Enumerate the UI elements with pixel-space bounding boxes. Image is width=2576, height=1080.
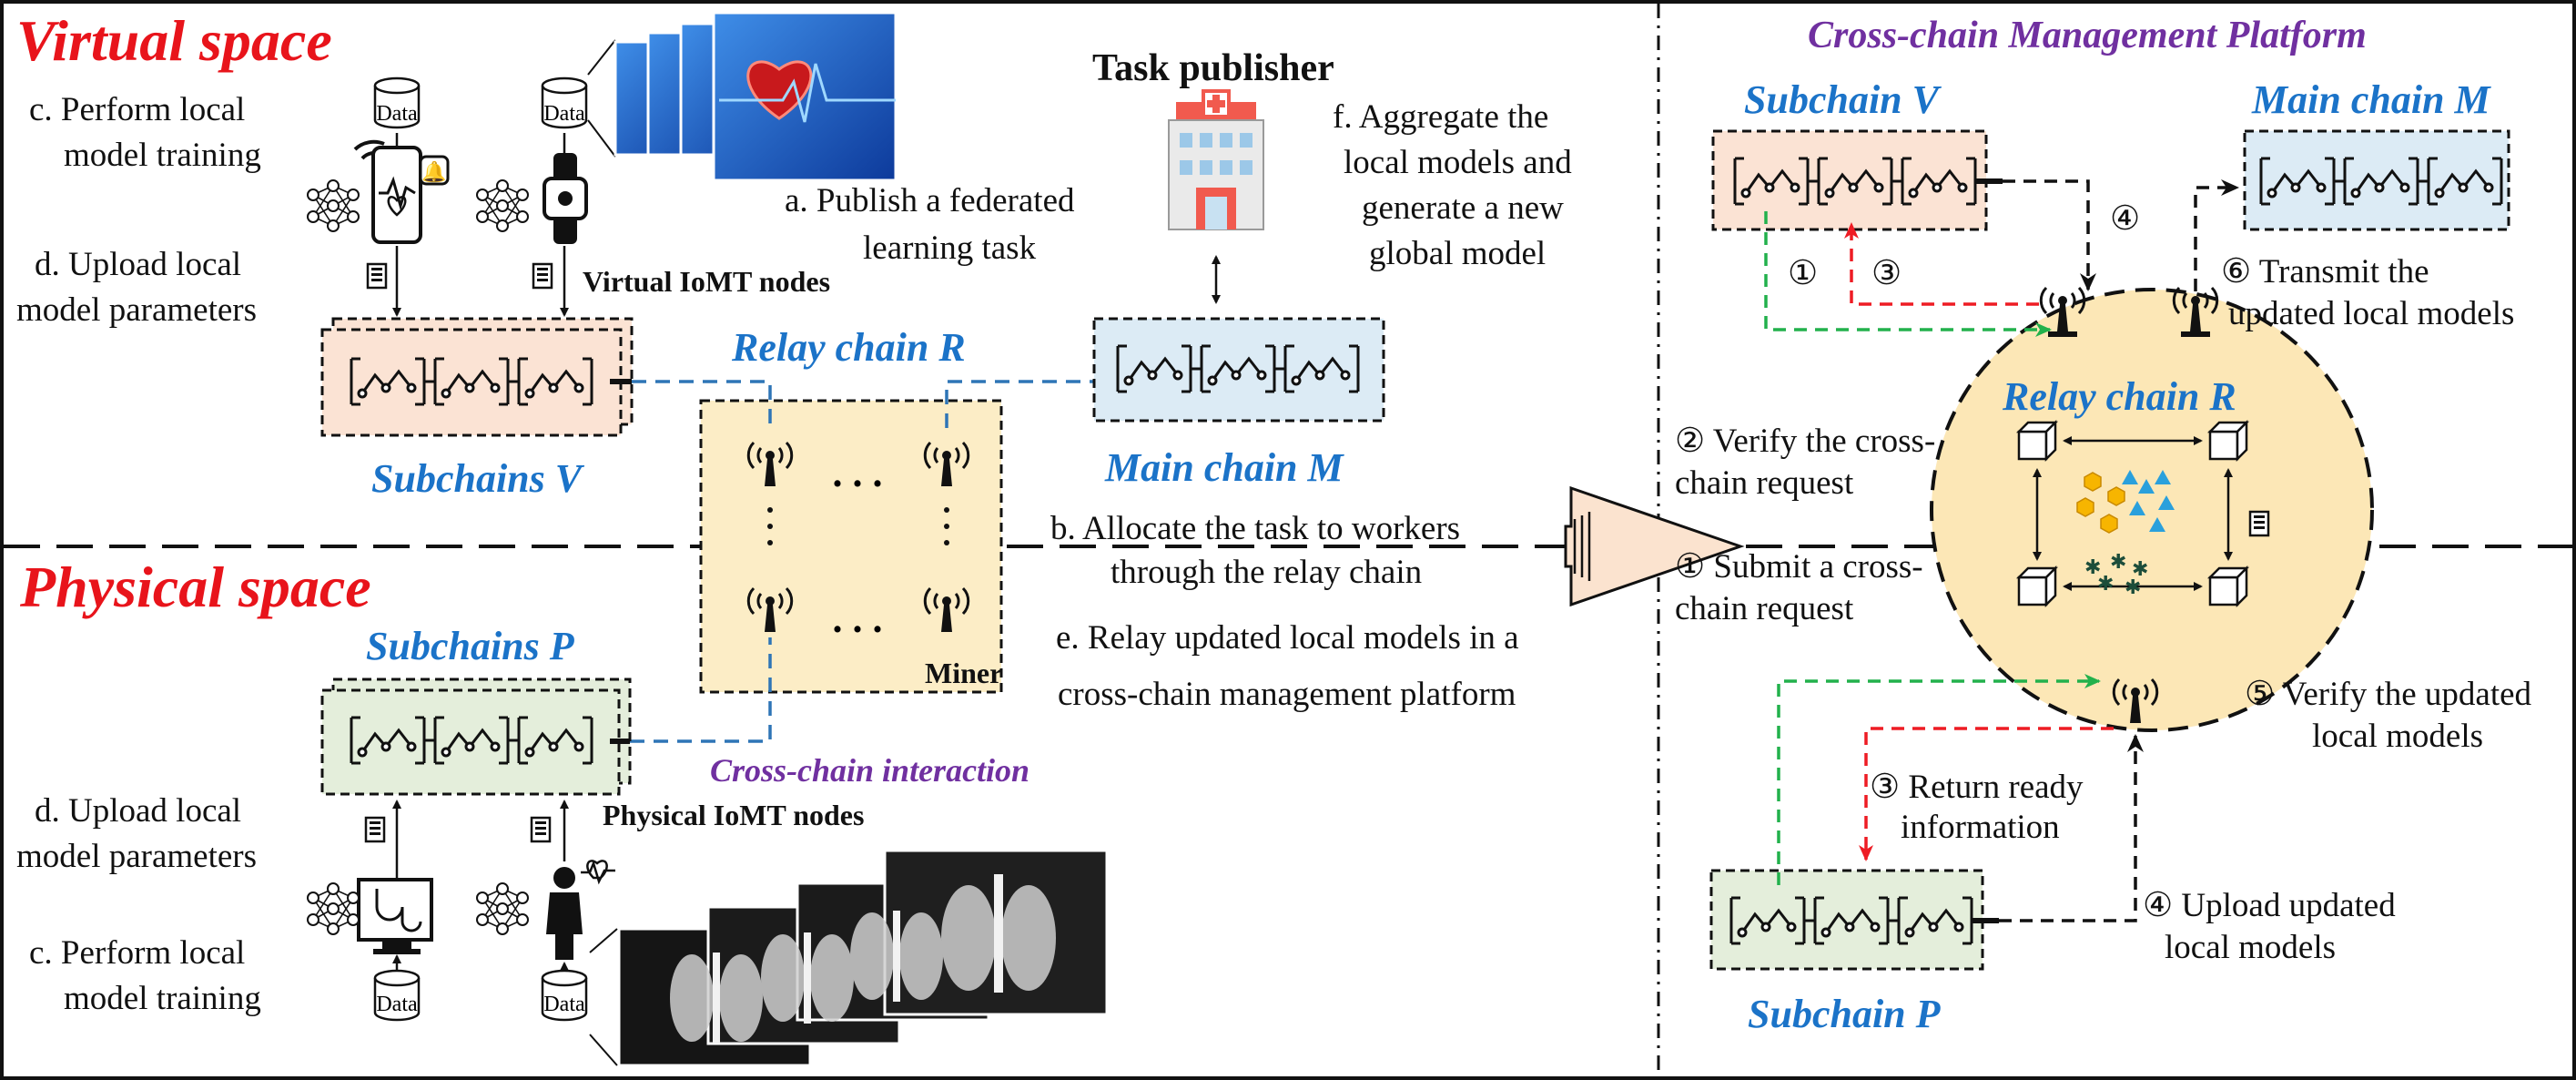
hospital-icon bbox=[1168, 89, 1264, 230]
digital-twin-heart-images bbox=[587, 11, 898, 182]
block-cube-icon bbox=[2208, 566, 2248, 606]
step-6: ⑥ Transmit the updated local models bbox=[2221, 253, 2514, 332]
model-document-icon bbox=[366, 262, 388, 290]
consensus-shapes: ✱✱✱ ✱✱ bbox=[2076, 470, 2175, 599]
virtual-space-title: Virtual space bbox=[16, 8, 332, 73]
step-b: b. Allocate the task to workers through … bbox=[1050, 510, 1468, 591]
physical-iomt-nodes-label: Physical IoMT nodes bbox=[603, 799, 864, 831]
virtual-step-c: c. Perform local model training bbox=[29, 91, 261, 174]
miner-label: Miner bbox=[925, 657, 1002, 689]
medical-monitor-icon bbox=[357, 878, 433, 942]
flow-to-platform-arrow bbox=[1564, 485, 1745, 607]
stethoscope-icon bbox=[375, 889, 422, 932]
virtual-step-d: d. Upload local model parameters bbox=[16, 246, 257, 329]
data-label: Data bbox=[543, 993, 585, 1016]
step-e: e. Relay updated local models in a cross… bbox=[1056, 619, 1527, 713]
step-4: ④ Upload updated local models bbox=[2143, 887, 2404, 966]
neural-network-icon bbox=[307, 882, 360, 935]
neural-network-icon bbox=[476, 882, 529, 935]
step-3-top: ③ bbox=[1871, 255, 1902, 292]
relay-dashed-connectors bbox=[630, 380, 1094, 743]
main-chain-m-label: Main chain M bbox=[2251, 77, 2492, 122]
svg-text:✱: ✱ bbox=[2097, 573, 2114, 596]
platform-relay-chain-label: Relay chain R bbox=[2002, 374, 2236, 419]
virtual-node-watch: Data bbox=[476, 76, 588, 317]
platform-relay-circle bbox=[1930, 288, 2374, 732]
heart-monitor-icon bbox=[379, 176, 416, 211]
neural-network-icon bbox=[307, 179, 360, 232]
relay-ellipsis-top: . . . bbox=[833, 451, 883, 495]
relay-chain-label: Relay chain R bbox=[731, 325, 966, 370]
main-chain-label: Main chain M bbox=[1104, 445, 1345, 490]
block-cube-icon bbox=[2017, 566, 2057, 606]
platform-subchain-v-block bbox=[1711, 129, 1988, 231]
alert-bubble-icon bbox=[419, 155, 450, 186]
subchains-v-label: Subchains V bbox=[371, 456, 585, 501]
step-1: ① Submit a cross- chain request bbox=[1675, 548, 1932, 627]
subchain-p-label: Subchain P bbox=[1748, 992, 1942, 1036]
step-1-top: ① bbox=[1788, 255, 1818, 292]
relay-ellipsis-bottom: . . . bbox=[833, 596, 883, 641]
relay-vertical-dots bbox=[767, 507, 949, 545]
virtual-iomt-nodes-label: Virtual IoMT nodes bbox=[583, 265, 830, 298]
heart-rate-icon bbox=[581, 860, 615, 885]
svg-text:✱: ✱ bbox=[2110, 551, 2126, 574]
data-label: Data bbox=[376, 993, 418, 1016]
watch-dial-icon bbox=[558, 191, 573, 206]
physical-space-title: Physical space bbox=[19, 555, 371, 619]
neural-network-icon bbox=[476, 179, 529, 232]
virtual-node-phone: Data 🔔 bbox=[307, 76, 450, 317]
zoom-lines bbox=[589, 928, 618, 1066]
subchains-v-block bbox=[320, 317, 634, 437]
flow-subchain-v-to-relay bbox=[1764, 179, 2239, 337]
model-document-icon bbox=[530, 816, 552, 843]
svg-text:✱: ✱ bbox=[2084, 556, 2101, 579]
patient-head-icon bbox=[553, 867, 575, 889]
ecg-wave-icon bbox=[719, 63, 896, 123]
model-document-icon bbox=[532, 262, 553, 290]
subchain-v-label: Subchain V bbox=[1744, 77, 1942, 122]
subchains-p-block bbox=[320, 678, 632, 796]
zoom-lines bbox=[587, 39, 616, 158]
heart-icon bbox=[387, 196, 407, 217]
patient-body-icon bbox=[546, 892, 583, 960]
physical-step-d: d. Upload local model parameters bbox=[16, 792, 257, 875]
data-label: Data bbox=[376, 102, 418, 126]
model-document-icon bbox=[364, 816, 386, 843]
physical-node-patient: Data bbox=[476, 800, 615, 1022]
svg-text:✱: ✱ bbox=[2125, 576, 2141, 599]
task-publisher-label: Task publisher bbox=[1092, 47, 1334, 89]
step-5: ⑤ Verify the updated local models bbox=[2245, 676, 2540, 755]
step-2: ② Verify the cross- chain request bbox=[1675, 423, 1944, 502]
relay-chain-block bbox=[699, 399, 1003, 694]
document-icon bbox=[2248, 510, 2270, 537]
step-3: ③ Return ready information bbox=[1870, 769, 2092, 846]
flow-subchain-p-to-relay bbox=[1777, 674, 2144, 922]
cube-link-arrows bbox=[2033, 436, 2233, 591]
physical-step-c: c. Perform local model training bbox=[29, 934, 261, 1017]
step-f: f. Aggregate the local models and genera… bbox=[1333, 98, 1580, 272]
cross-chain-interaction-label: Cross-chain interaction bbox=[710, 752, 1029, 789]
step-4-top: ④ bbox=[2110, 200, 2140, 238]
step-a: a. Publish a federated learning task bbox=[785, 182, 1083, 267]
svg-text:✱: ✱ bbox=[2132, 558, 2148, 581]
data-label: Data bbox=[543, 102, 585, 126]
physical-subchains-label: Subchains P bbox=[366, 624, 575, 668]
platform-title: Cross-chain Management Platform bbox=[1808, 15, 2367, 56]
physical-node-monitor: Data bbox=[307, 800, 433, 1022]
bell-icon: 🔔 bbox=[421, 160, 446, 183]
heart-image-icon bbox=[746, 60, 813, 120]
platform-subchain-p-block bbox=[1709, 869, 1984, 971]
chest-xray-images bbox=[589, 849, 1109, 1067]
block-cube-icon bbox=[2017, 421, 2057, 461]
block-cube-icon bbox=[2208, 421, 2248, 461]
